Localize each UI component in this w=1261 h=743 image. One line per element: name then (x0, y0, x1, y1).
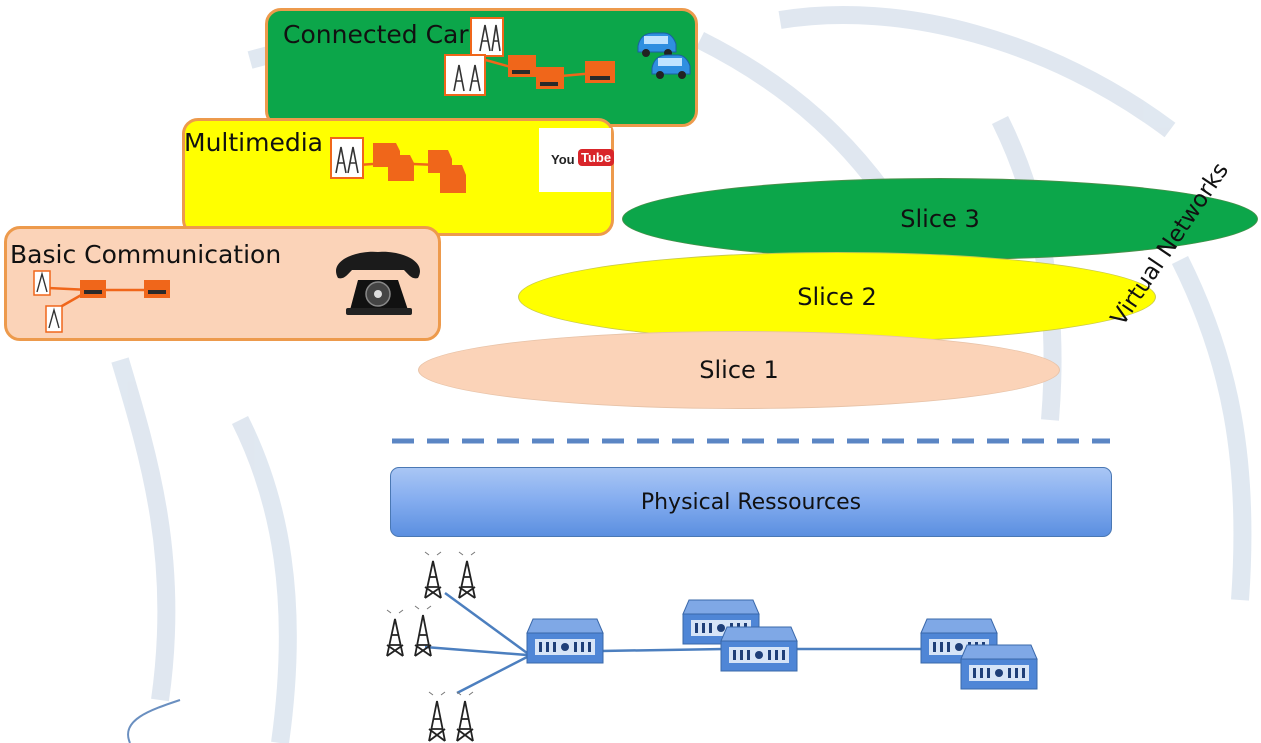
youtube-tube-text: Tube (578, 149, 615, 166)
youtube-logo: You Tube (539, 128, 615, 192)
slice-3-label: Slice 3 (900, 205, 980, 233)
slice-1-label: Slice 1 (699, 356, 779, 384)
multimedia-title: Multimedia (184, 128, 323, 157)
youtube-you-text: You (551, 152, 575, 167)
telephone-icon (336, 251, 420, 315)
slice-3-ellipse: Slice 3 (622, 178, 1258, 260)
basic-communication-network (33, 270, 170, 333)
physical-resources-label: Physical Ressources (640, 489, 862, 515)
slice-2-label: Slice 2 (797, 283, 877, 311)
physical-network (386, 551, 1038, 742)
multimedia-network (330, 137, 466, 193)
cars-icon (637, 32, 691, 79)
slice-1-ellipse: Slice 1 (418, 331, 1060, 409)
basic-communication-title: Basic Communication (10, 240, 282, 269)
router-group (526, 599, 1038, 690)
separator-dashed-line (392, 438, 1110, 444)
slice-2-ellipse: Slice 2 (518, 252, 1156, 342)
physical-resources-bar: Physical Ressources (390, 467, 1112, 537)
connected-car-title: Connected Car (283, 20, 469, 49)
connected-car-network (444, 17, 615, 96)
